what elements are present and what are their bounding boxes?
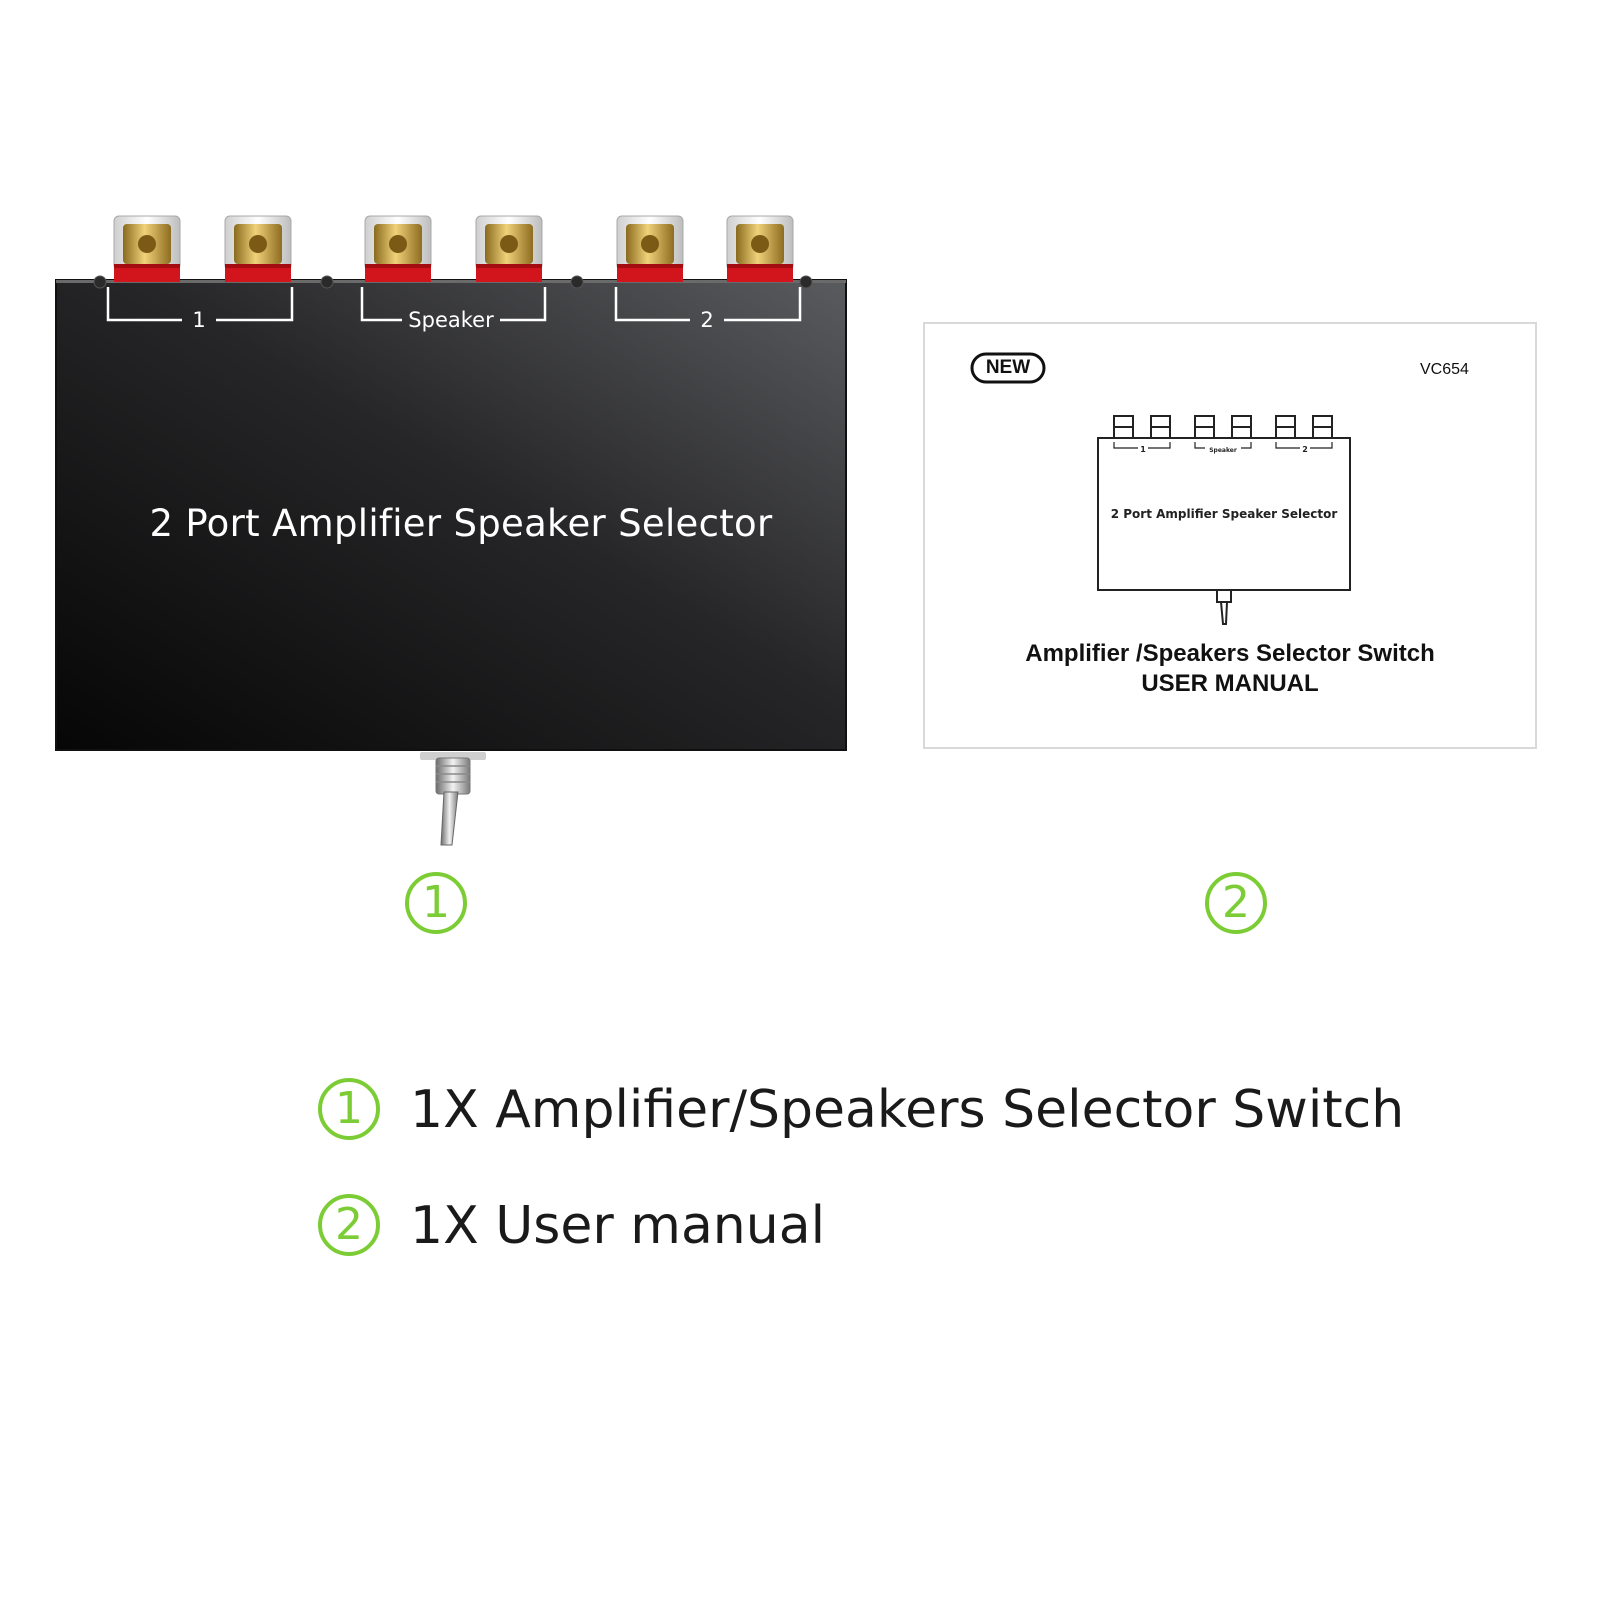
toggle-switch-icon: [420, 752, 486, 846]
binding-post-icon: [475, 215, 543, 283]
device-title: 2 Port Amplifier Speaker Selector: [149, 502, 773, 545]
manual-mini-port-label: Speaker: [1209, 447, 1237, 454]
binding-post-icon: [616, 215, 684, 283]
package-item-text: 1X User manual: [410, 1196, 826, 1256]
new-badge-outline: [970, 352, 1046, 384]
user-manual-card: [923, 322, 1537, 749]
package-item-text: 1X Amplifier/Speakers Selector Switch: [410, 1080, 1405, 1140]
port-label-1: 1: [192, 308, 206, 332]
port-label-speaker: Speaker: [408, 308, 494, 332]
binding-post-icon: [364, 215, 432, 283]
binding-post-icon: [726, 215, 794, 283]
port-brackets: [106, 287, 802, 322]
package-item-number: 2: [318, 1194, 380, 1256]
manual-mini-port-label: 2: [1302, 445, 1308, 454]
manual-heading: Amplifier /Speakers Selector Switch: [1025, 640, 1435, 667]
manual-device-drawing: [1097, 415, 1351, 625]
manual-new-badge: NEW: [985, 357, 1031, 378]
screw-icons: [93, 275, 813, 289]
binding-post-icon: [113, 215, 181, 283]
manual-mini-title: 2 Port Amplifier Speaker Selector: [1111, 507, 1338, 521]
port-label-2: 2: [700, 308, 714, 332]
package-item-number: 1: [318, 1078, 380, 1140]
manual-model-number: VC654: [1420, 361, 1469, 378]
binding-post-icon: [224, 215, 292, 283]
manual-subheading: USER MANUAL: [1141, 670, 1319, 697]
manual-mini-port-label: 1: [1140, 445, 1146, 454]
selector-device-body: [55, 279, 847, 751]
callout-badge-2: 2: [1205, 872, 1267, 934]
callout-badge-1: 1: [405, 872, 467, 934]
